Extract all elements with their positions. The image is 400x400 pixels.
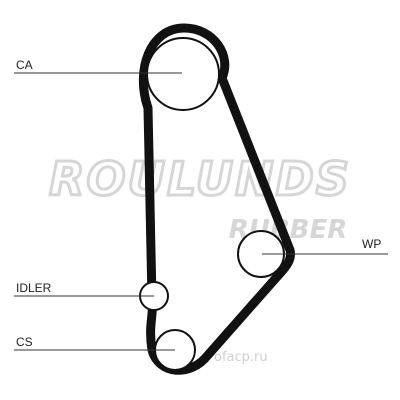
idler-label: IDLER (16, 281, 52, 295)
watermark-brand-line1: ROULUNDS (49, 152, 351, 206)
leader-lines (14, 72, 388, 351)
watermark-site-text: ofacp.ru (214, 350, 268, 365)
wp-label: WP (362, 237, 381, 251)
component-labels: CA WP IDLER CS (16, 58, 381, 349)
cs-label: CS (16, 335, 33, 349)
roulunds-rubber-watermark: ROULUNDS RUBBER (48, 151, 351, 246)
ca-label: CA (16, 58, 33, 72)
site-watermark: ofacp.ru (214, 350, 268, 365)
camshaft-pulley (146, 37, 220, 111)
